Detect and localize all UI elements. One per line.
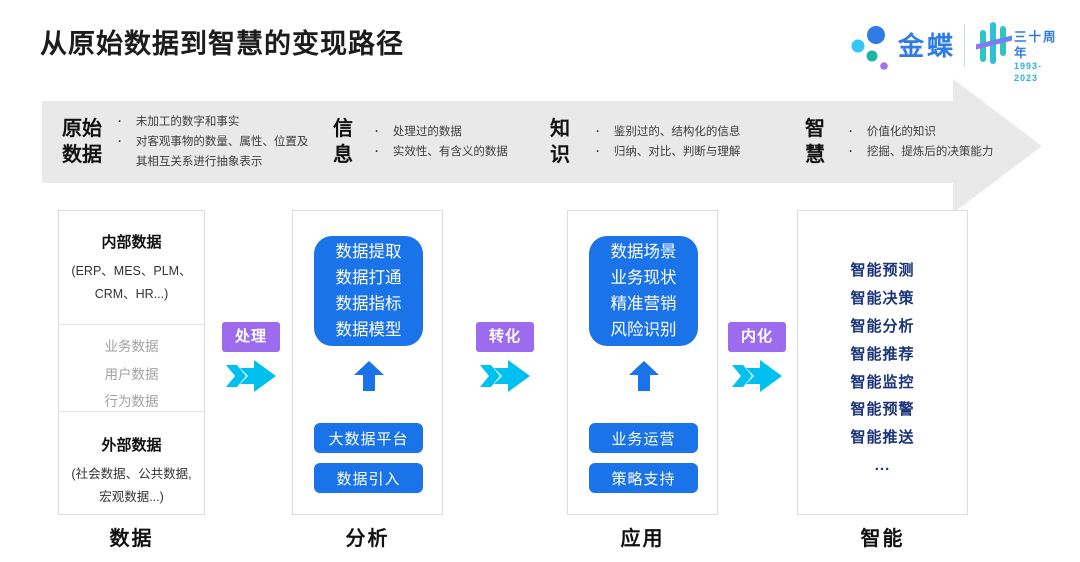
internalize-badge: 内化 bbox=[728, 322, 786, 352]
intelligence-list: 智能预测 智能决策 智能分析 智能推荐 智能监控 智能预警 智能推送 ... bbox=[798, 211, 967, 480]
stage-knowledge: 知 识 鉴别过的、结构化的信息 归纳、对比、判断与理解 bbox=[550, 106, 740, 178]
process-badge: 处理 bbox=[222, 322, 280, 352]
analysis-column: 数据提取 数据打通 数据指标 数据模型 大数据平台 数据引入 bbox=[292, 210, 443, 515]
analysis-capability: 数据模型 bbox=[335, 321, 402, 340]
application-scenario: 精准营销 bbox=[610, 295, 677, 313]
right-arrow-icon bbox=[480, 360, 530, 392]
internal-data-section: 内部数据 (ERP、MES、PLM、CRM、HR...) bbox=[59, 211, 204, 324]
analysis-capability: 数据指标 bbox=[335, 295, 402, 313]
stage-raw-data-bullets: 未加工的数字和事实 对客观事物的数量、属性、位置及其相互关系进行抽象表示 bbox=[102, 112, 314, 172]
internal-data-title: 内部数据 bbox=[101, 234, 162, 251]
strategy-support-tag: 策略支持 bbox=[589, 463, 698, 493]
data-import-tag: 数据引入 bbox=[314, 463, 423, 493]
application-scenarios-box: 数据场景 业务现状 精准营销 风险识别 bbox=[589, 236, 698, 346]
page-title: 从原始数据到智慧的变现路径 bbox=[40, 29, 404, 59]
anniversary-30-icon bbox=[976, 22, 1012, 64]
intelligence-item: 智能分析 bbox=[850, 317, 915, 335]
connector-process: 处理 bbox=[222, 322, 280, 401]
external-data-section: 外部数据 (社会数据、公共数据, 宏观数据...) bbox=[59, 411, 204, 514]
intelligence-item: 智能监控 bbox=[850, 373, 915, 391]
stage-knowledge-bullets: 鉴别过的、结构化的信息 归纳、对比、判断与理解 bbox=[570, 122, 741, 162]
anniversary-years: 1993-2023 bbox=[1014, 61, 1043, 83]
bullet-item: 实效性、有含义的数据 bbox=[375, 142, 508, 162]
big-data-platform-tag: 大数据平台 bbox=[314, 423, 423, 453]
middle-data-item: 行为数据 bbox=[104, 394, 159, 410]
data-column: 内部数据 (ERP、MES、PLM、CRM、HR...) 业务数据 用户数据 行… bbox=[58, 210, 205, 515]
logo-divider bbox=[964, 24, 965, 66]
analysis-capabilities-box: 数据提取 数据打通 数据指标 数据模型 bbox=[314, 236, 423, 346]
brand-name: 金蝶 bbox=[898, 31, 957, 61]
intelligence-item: 智能预警 bbox=[850, 401, 915, 419]
connector-internalize: 内化 bbox=[728, 322, 786, 401]
bullet-item: 挖掘、提炼后的决策能力 bbox=[849, 142, 994, 162]
application-scenario: 业务现状 bbox=[610, 268, 677, 287]
stage-information-bullets: 处理过的数据 实效性、有含义的数据 bbox=[353, 122, 508, 162]
internal-data-systems: (ERP、MES、PLM、CRM、HR...) bbox=[71, 264, 192, 301]
stage-wisdom-label: 智 慧 bbox=[805, 118, 825, 166]
middle-data-section: 业务数据 用户数据 行为数据 bbox=[59, 324, 204, 411]
stage-raw-data-label: 原始 数据 bbox=[62, 118, 102, 166]
up-arrow-icon bbox=[354, 361, 384, 391]
footer-label-intelligence: 智能 bbox=[860, 528, 905, 550]
bullet-item: 对客观事物的数量、属性、位置及其相互关系进行抽象表示 bbox=[118, 132, 314, 172]
stage-raw-data: 原始 数据 未加工的数字和事实 对客观事物的数量、属性、位置及其相互关系进行抽象… bbox=[62, 106, 314, 178]
bullet-item: 鉴别过的、结构化的信息 bbox=[596, 122, 741, 142]
anniversary-text: 三十周年 1993-2023 bbox=[1014, 30, 1066, 84]
application-column: 数据场景 业务现状 精准营销 风险识别 业务运营 策略支持 bbox=[567, 210, 718, 515]
external-data-title: 外部数据 bbox=[101, 437, 162, 454]
connector-transform: 转化 bbox=[476, 322, 534, 401]
intelligence-item: 智能决策 bbox=[850, 289, 915, 307]
kingdee-dots-icon bbox=[851, 26, 888, 70]
anniversary-label: 三十周年 bbox=[1014, 30, 1058, 60]
intelligence-item: 智能推送 bbox=[850, 429, 915, 447]
middle-data-item: 用户数据 bbox=[104, 366, 159, 382]
bullet-item: 未加工的数字和事实 bbox=[118, 112, 314, 132]
footer-label-data: 数据 bbox=[109, 528, 154, 550]
analysis-capability: 数据提取 bbox=[335, 242, 402, 261]
right-arrow-icon bbox=[226, 360, 276, 392]
middle-data-item: 业务数据 bbox=[104, 339, 159, 354]
intelligence-item: 智能推荐 bbox=[850, 345, 915, 363]
transform-badge: 转化 bbox=[476, 322, 534, 352]
footer-label-analysis: 分析 bbox=[345, 528, 390, 550]
stage-information-label: 信 息 bbox=[333, 118, 353, 166]
intelligence-item: 智能预测 bbox=[850, 262, 915, 279]
business-operation-tag: 业务运营 bbox=[589, 423, 698, 453]
bullet-item: 价值化的知识 bbox=[849, 122, 993, 142]
application-scenario: 风险识别 bbox=[610, 321, 677, 340]
stage-knowledge-label: 知 识 bbox=[550, 118, 570, 166]
bullet-item: 归纳、对比、判断与理解 bbox=[596, 142, 741, 162]
right-arrow-icon bbox=[732, 360, 782, 392]
stage-wisdom-bullets: 价值化的知识 挖掘、提炼后的决策能力 bbox=[825, 122, 994, 162]
application-scenario: 数据场景 bbox=[610, 242, 677, 261]
bullet-item: 处理过的数据 bbox=[375, 122, 508, 142]
intelligence-ellipsis: ... bbox=[874, 457, 891, 475]
stage-wisdom: 智 慧 价值化的知识 挖掘、提炼后的决策能力 bbox=[805, 106, 993, 178]
kingdee-logo: 金蝶 三十周年 1993-2023 bbox=[846, 18, 1066, 83]
external-data-systems: (社会数据、公共数据, 宏观数据...) bbox=[71, 467, 192, 504]
footer-label-application: 应用 bbox=[620, 528, 665, 550]
analysis-capability: 数据打通 bbox=[335, 268, 402, 287]
up-arrow-icon bbox=[629, 361, 659, 391]
intelligence-column: 智能预测 智能决策 智能分析 智能推荐 智能监控 智能预警 智能推送 ... bbox=[797, 210, 968, 515]
stage-information: 信 息 处理过的数据 实效性、有含义的数据 bbox=[333, 106, 508, 178]
